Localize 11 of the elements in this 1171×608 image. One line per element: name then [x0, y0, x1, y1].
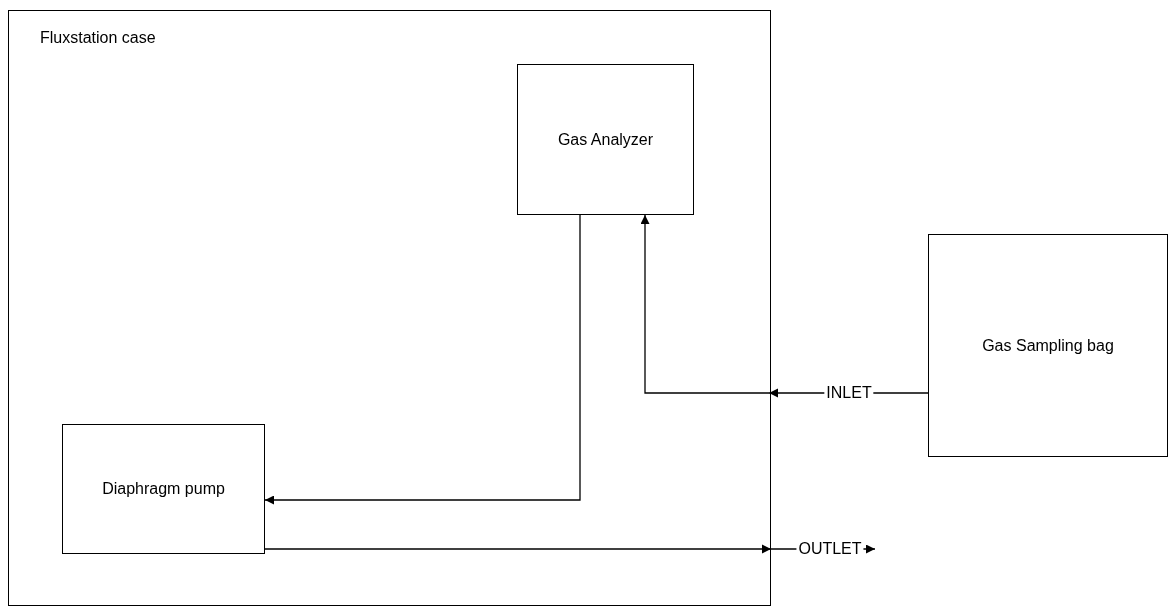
arrow [264, 544, 876, 554]
box-label: Diaphragm pump [102, 480, 225, 498]
process-box [62, 424, 265, 554]
box-label: Gas Sampling bag [982, 336, 1114, 355]
case-title: Fluxstation case [40, 29, 156, 47]
arrow [264, 214, 581, 505]
process-box [928, 234, 1168, 457]
process-box [517, 64, 694, 215]
case-enclosure [8, 10, 771, 606]
box-label: Gas Analyzer [557, 130, 654, 149]
arrow [640, 214, 929, 398]
